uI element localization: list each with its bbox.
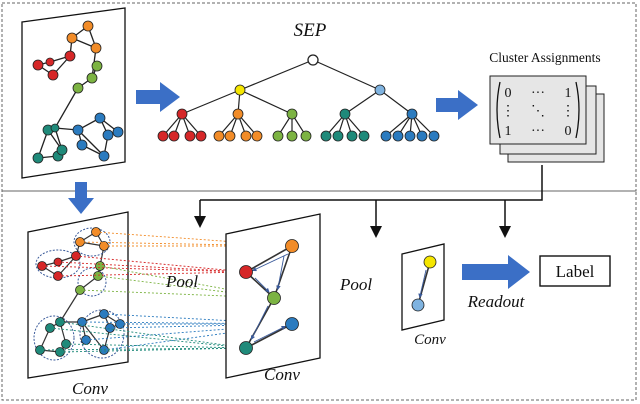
arrow-to-tree xyxy=(136,82,180,112)
matrix-r1c1: 0 xyxy=(505,86,512,101)
matrix-r2c3: ⋮ xyxy=(561,104,575,119)
conv-label-1: Conv xyxy=(72,379,108,398)
pool-label-1: Pool xyxy=(165,272,198,291)
matrix-r1c3: 1 xyxy=(565,86,572,101)
conv-label-2: Conv xyxy=(264,365,300,384)
conv-card-2 xyxy=(225,213,321,379)
matrix-r2c1: ⋮ xyxy=(501,104,515,119)
matrix-r3c3: 0 xyxy=(565,124,572,139)
top-panel-border xyxy=(1,2,637,192)
output-label: Label xyxy=(556,262,595,281)
tree-title: SEP xyxy=(294,20,327,41)
matrix-r1c2: ··· xyxy=(531,86,545,101)
conv-card-3 xyxy=(401,243,445,331)
matrix-r3c2: ··· xyxy=(531,124,545,139)
pool-label-2: Pool xyxy=(339,275,372,294)
conv-card-1 xyxy=(27,211,129,379)
readout-arrow xyxy=(462,255,530,289)
assignment-bus xyxy=(194,165,543,238)
bottom-panel-border xyxy=(1,190,637,401)
matrix-r2c2: ⋱ xyxy=(531,104,545,119)
matrix-r3c1: 1 xyxy=(505,124,512,139)
arrow-to-assignments xyxy=(436,90,478,120)
conv-label-3: Conv xyxy=(414,332,446,348)
arrow-down-to-conv xyxy=(68,182,94,214)
sep-tree xyxy=(157,54,440,142)
readout-label: Readout xyxy=(467,292,526,311)
input-graph-card xyxy=(21,7,126,179)
assignment-matrix-stack: 0 ··· 1 ⋮ ⋱ ⋮ 1 ··· 0 xyxy=(489,75,605,163)
label-box xyxy=(539,255,611,287)
cluster-assignments-label: Cluster Assignments xyxy=(489,50,600,65)
